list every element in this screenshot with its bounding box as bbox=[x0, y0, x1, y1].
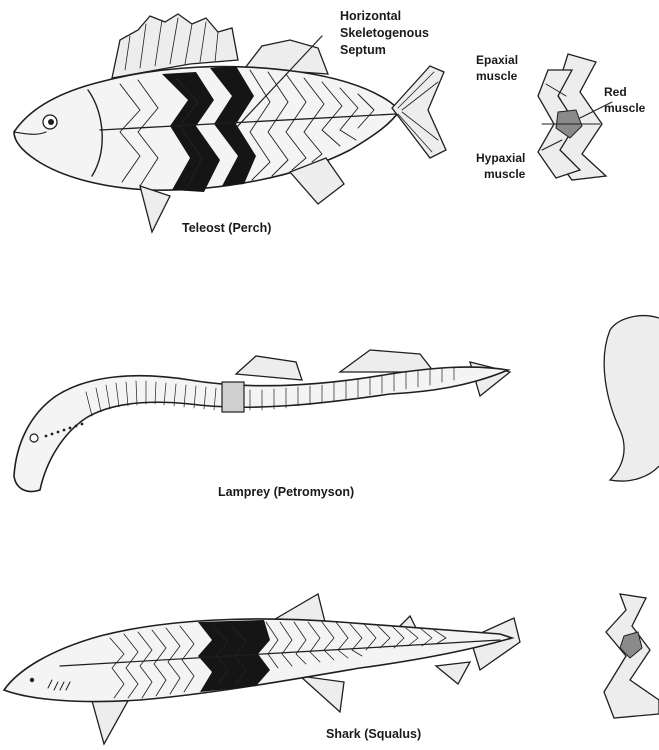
perch-caption: Teleost (Perch) bbox=[182, 221, 271, 235]
hypaxial-label-line-1: Hypaxial bbox=[476, 151, 525, 165]
shark-anal-fin bbox=[436, 662, 470, 684]
lamprey-illustration bbox=[14, 350, 510, 491]
epaxial-label-line-2: muscle bbox=[476, 69, 518, 83]
septum-label-line-3: Septum bbox=[340, 43, 386, 57]
lamprey-dorsal-fin-1 bbox=[236, 356, 302, 380]
red-muscle-label-line-1: Red bbox=[604, 85, 627, 99]
hypaxial-label-line-2: muscle bbox=[484, 167, 526, 181]
shark-eye bbox=[30, 678, 34, 682]
septum-label-line-2: Skeletogenous bbox=[340, 26, 429, 40]
epaxial-label-line-1: Epaxial bbox=[476, 53, 518, 67]
shark-caption: Shark (Squalus) bbox=[326, 727, 421, 741]
perch-pelvic-fin bbox=[140, 186, 170, 232]
red-muscle-label-line-2: muscle bbox=[604, 101, 646, 115]
lamprey-highlight-myomere bbox=[222, 382, 244, 412]
myomere-section-schematic bbox=[538, 54, 612, 180]
lamprey-myomere-section bbox=[604, 316, 659, 481]
lamprey-body bbox=[14, 367, 508, 491]
lamprey-dorsal-fin-2 bbox=[340, 350, 434, 372]
lamprey-caption: Lamprey (Petromyson) bbox=[218, 485, 354, 499]
perch-tail-fin bbox=[392, 66, 446, 158]
shark-pelvic-fin bbox=[300, 676, 344, 712]
septum-label-line-1: Horizontal bbox=[340, 9, 401, 23]
shark-illustration bbox=[4, 594, 520, 744]
lamprey-eye bbox=[30, 434, 38, 442]
